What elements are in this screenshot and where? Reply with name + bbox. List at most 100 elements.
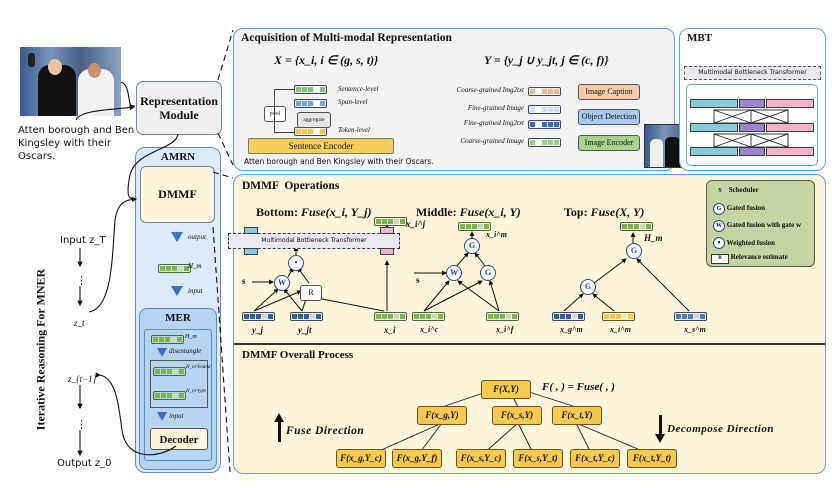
weighted-fusion-icon: •	[713, 237, 725, 249]
chain-zt: z_t	[74, 318, 85, 328]
xif-vector	[486, 312, 519, 321]
image-row-label: Fine-grained Image	[467, 104, 524, 112]
dmmf-box[interactable]: DMMF	[140, 166, 215, 223]
yj-label: y_j	[252, 325, 263, 335]
disentangle-box: H_m^bound H_m^type	[150, 360, 211, 408]
output-label: output	[188, 233, 206, 241]
token-level-vector	[294, 127, 327, 136]
legend-item: S Scheduler	[718, 186, 759, 194]
span-level-label: Span-level	[338, 98, 368, 106]
s-label: s	[242, 276, 246, 286]
sentence-encoder-label: Sentence Encoder	[288, 141, 354, 151]
xic-label: x_i^c	[420, 325, 439, 334]
mer-inner: H_m disentangle H_m^bound H_m^type input…	[144, 329, 212, 461]
xi-vector	[374, 312, 407, 321]
xtm-vector	[602, 312, 635, 321]
dmmf-label: DMMF	[158, 187, 197, 201]
x-formula: X = {x_i, i ∈ (g, s, t)}	[274, 53, 379, 67]
xij-vector	[374, 217, 407, 226]
fuse-definition: F( , ) = Fuse( , )	[542, 381, 615, 393]
hm-label: H_m	[188, 262, 202, 270]
xsm-vector	[674, 312, 707, 321]
mer-hm-label: H_m	[185, 334, 197, 340]
mbt-header: Multimodal Bottleneck Transformer	[684, 66, 821, 80]
up-arrow-head	[274, 413, 284, 422]
hbound-label: H_m^bound	[186, 365, 211, 370]
decoder-label: Decoder	[159, 434, 199, 446]
image-encoder-module[interactable]: Image Encoder	[578, 135, 640, 151]
legend-item: G Gated fusion	[713, 203, 765, 215]
mbt-panel: MBT Multimodal Bottleneck Transformer	[679, 28, 826, 171]
img2txt-fine-vector	[528, 120, 561, 129]
hm-vector	[158, 264, 191, 273]
gate-w-icon: W	[713, 220, 725, 232]
image-row-label: Fine-grained Img2txt	[463, 119, 524, 127]
xim-label: x_i^m	[486, 230, 508, 239]
gated-fusion-icon: G	[713, 203, 725, 215]
mer-hm-vector	[151, 335, 184, 344]
htype-vector	[153, 391, 186, 400]
operations-graph-lines	[252, 224, 690, 312]
gated-fusion-node: G	[464, 238, 480, 254]
xim-vector	[458, 222, 491, 231]
photo-caption: Atten borough and Ben Kingsley with thei…	[18, 125, 135, 162]
down-arrow-icon	[157, 412, 167, 421]
process-node-l2: F(x_g,Y_c)	[336, 449, 386, 468]
gate-w-node: W	[274, 275, 290, 291]
process-node-l1: F(x_t,Y)	[552, 406, 602, 425]
down-arrow-icon	[157, 348, 167, 357]
bottleneck-token	[380, 248, 394, 255]
process-title: DMMF Overall Process	[242, 349, 354, 361]
decoder-box[interactable]: Decoder	[150, 428, 208, 450]
process-node-l2: F(x_t,Y_c)	[570, 449, 620, 468]
token-level-label: Token-level	[338, 126, 371, 134]
up-arrow-icon	[278, 420, 281, 442]
xif-label: x_i^f	[496, 325, 514, 334]
image-caption-module[interactable]: Image Caption	[578, 84, 640, 100]
hbound-vector	[153, 367, 186, 376]
chain-dots-lower: ⋮	[76, 419, 87, 431]
representation-module-label: Representation Module	[140, 94, 218, 122]
pool-connector	[274, 89, 295, 133]
acquisition-title: Acquisition of Multi-modal Representatio…	[241, 32, 452, 44]
weighted-fusion-node: •	[288, 255, 304, 271]
sentence-encoder[interactable]: Sentence Encoder	[248, 138, 394, 154]
mbt-title: MBT	[687, 32, 713, 44]
fuse-direction-label: Fuse Direction	[286, 425, 365, 437]
htype-label: H_m^type	[186, 389, 207, 394]
oscar-photo	[20, 47, 121, 116]
bottom-heading: Bottom: Fuse(x_i, Y_j)	[256, 205, 372, 219]
bottleneck-token	[244, 248, 258, 255]
legend: S Scheduler G Gated fusion W Gated fusio…	[706, 180, 815, 267]
decompose-direction-label: Decompose Direction	[667, 423, 774, 435]
process-node-l2: F(x_s,Y_t)	[513, 449, 563, 468]
yjt-label: y_jt	[298, 325, 312, 335]
xgm-label: x_g^m	[560, 325, 583, 334]
y-formula: Y = {y_j ∪ y_jt, j ∈ (c, f)}	[484, 53, 609, 67]
legend-item: R Relevance estimate	[711, 253, 788, 264]
down-arrow-icon	[171, 232, 183, 242]
gate-w-node: W	[446, 265, 462, 281]
relevance-icon: R	[711, 254, 729, 264]
down-arrow-icon	[171, 286, 183, 296]
legend-item: • Weighted fusion	[713, 237, 775, 249]
input-label: input	[188, 287, 203, 295]
img2txt-coarse-vector	[528, 87, 561, 96]
gated-fusion-node: G	[480, 265, 496, 281]
representation-module[interactable]: Representation Module	[136, 81, 222, 135]
gated-fusion-node: G	[580, 279, 596, 295]
process-node-l1: F(x_g,Y)	[417, 406, 467, 425]
image-row-label: Coarse-grained Image	[460, 137, 524, 145]
legend-item: W Gated fusion with gate w	[713, 220, 801, 232]
mbt-row	[690, 99, 815, 108]
sentence-level-vector	[294, 85, 327, 94]
image-row-label: Coarse-grained Img2txt	[456, 86, 524, 94]
hm-output-vector	[620, 222, 653, 231]
object-detection-module[interactable]: Object Detection	[578, 109, 640, 125]
top-heading: Top: Fuse(X, Y)	[564, 205, 645, 219]
s-label: s	[416, 275, 420, 285]
sentence-level-label: Sentence-level	[338, 85, 379, 93]
acquisition-sentence: Atten borough and Ben Kingsley with thei…	[244, 157, 434, 166]
gated-fusion-node: G	[626, 243, 642, 259]
mbt-layers	[686, 84, 818, 166]
